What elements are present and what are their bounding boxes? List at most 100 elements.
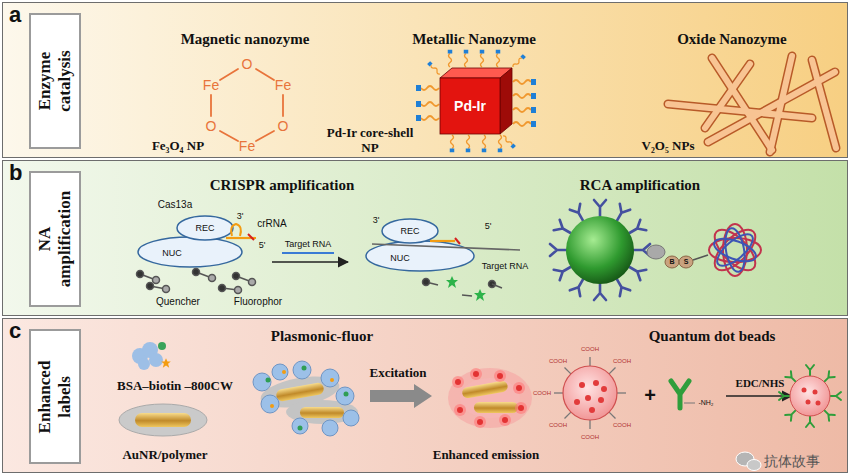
conjugated-bead	[790, 376, 830, 416]
atom-label: O	[242, 56, 253, 72]
pd-ir-cube	[513, 121, 536, 127]
group-label: COOH	[613, 358, 631, 365]
plasmonic-fluor-complex	[343, 410, 359, 426]
fe3o4-ring	[282, 95, 284, 116]
reporter-probe	[153, 277, 160, 284]
plasmonic-fluor-complex	[321, 369, 339, 387]
pd-ir-cube	[502, 135, 516, 149]
reporter-probe	[163, 286, 170, 293]
target-rna-arrow	[272, 261, 348, 263]
section-title: CRISPR amplification	[210, 177, 355, 194]
rna-label: Target RNA	[482, 261, 529, 271]
cas13a-free	[231, 224, 241, 236]
v2o5-rods	[812, 60, 836, 148]
rca-bead	[594, 200, 606, 216]
section-band: aEnzyme catalysis	[2, 2, 848, 158]
section-label: Enhanced labels	[35, 338, 74, 456]
reporter-probe	[235, 287, 242, 294]
section-title: Quantum dot beads	[649, 328, 776, 345]
cas13a-free	[177, 216, 233, 240]
cas13a-activated	[474, 289, 486, 301]
cas13a-free	[138, 216, 256, 267]
cas13a-activated	[423, 279, 503, 297]
atom-label: Fe	[275, 77, 291, 93]
step-label: Excitation	[369, 366, 426, 381]
enhanced-emission-complex	[454, 404, 466, 416]
quantum-dot-bead	[574, 380, 607, 413]
fe3o4-ring	[256, 69, 274, 80]
reporter-probe	[249, 279, 256, 286]
pd-ir-cube	[513, 79, 536, 85]
section-title: Metallic Nanozyme	[412, 31, 536, 48]
enhanced-emission-complex	[499, 414, 511, 426]
plasmonic-fluor-complex	[253, 361, 359, 436]
enhanced-emission-complex	[470, 368, 482, 380]
atom-label: Fe	[239, 138, 255, 154]
quantum-dot-bead	[563, 366, 617, 420]
pd-ir-cube	[482, 135, 487, 152]
rca-bead	[679, 256, 693, 268]
rca-bead	[712, 229, 757, 271]
quantum-dot-bead	[565, 412, 571, 418]
reporter-probe	[233, 273, 240, 280]
pd-ir-cube	[416, 101, 439, 107]
section-label-box: Enhanced labels	[29, 329, 81, 464]
antibody	[671, 381, 689, 408]
fe3o4-ring	[211, 69, 283, 141]
reagent-name: EDC/NHS	[736, 377, 785, 390]
pd-ir-cube	[416, 85, 439, 91]
tag-letter: B	[669, 258, 674, 266]
panel-letter: b	[9, 161, 22, 185]
pd-ir-cube	[500, 68, 512, 134]
fe3o4-ring	[220, 69, 238, 80]
quantum-dot-bead	[554, 357, 626, 429]
section-band: bNA amplification	[2, 160, 848, 316]
panel-letter: c	[9, 319, 21, 343]
enhanced-emission-complex	[515, 402, 527, 414]
pd-ir-cube	[440, 78, 500, 134]
bsa-biotin-dye	[149, 353, 163, 367]
plus-sign: +	[644, 384, 656, 407]
quantum-dot-bead	[617, 392, 626, 393]
section-title: Plasmonic-fluor	[271, 328, 374, 345]
group-label: COOH	[613, 422, 631, 429]
probe-label: Quencher	[156, 296, 200, 308]
enhanced-emission-complex	[455, 371, 524, 425]
target-rna-arrow	[282, 252, 334, 254]
rca-bead	[665, 256, 679, 268]
pd-ir-cube	[466, 135, 471, 152]
v2o5-rods	[705, 64, 750, 128]
strand-end: 3'	[237, 211, 244, 221]
pd-ir-cube	[498, 135, 503, 152]
cas13a-activated	[366, 219, 520, 301]
domain-label: REC	[400, 226, 419, 236]
reagent-name: BSA–biotin –800CW	[117, 379, 233, 394]
pd-ir-cube	[448, 50, 453, 67]
reagent-name: AuNR/polymer	[122, 448, 207, 463]
quantum-dot-bead	[589, 420, 590, 429]
conjugated-bead	[779, 392, 790, 400]
conjugated-bead	[816, 401, 821, 406]
plasmonic-fluor-complex	[266, 366, 349, 431]
watermark-icon	[736, 452, 761, 471]
conjugated-bead	[806, 400, 811, 405]
group-label: COOH	[533, 390, 551, 397]
rca-bead	[708, 223, 762, 277]
aunr-polymer	[119, 404, 207, 436]
conjugated-bead	[830, 392, 841, 400]
atom-label: Fe	[203, 77, 219, 93]
plasmonic-fluor-complex	[300, 407, 344, 418]
rca-bead	[550, 200, 762, 300]
reporter-probe	[193, 269, 200, 276]
enhanced-emission-complex	[452, 376, 464, 388]
quantum-dot-bead	[609, 412, 615, 418]
tag-letter: S	[684, 258, 689, 266]
target-rna-arrow	[272, 253, 348, 262]
core-label: Pd-Ir	[454, 98, 486, 114]
section-title: Oxide Nanozyme	[677, 31, 787, 48]
quantum-dot-bead	[589, 357, 590, 366]
domain-label: NUC	[162, 248, 182, 258]
v2o5-rods	[705, 64, 750, 128]
conjugated-bead	[779, 365, 841, 427]
rca-bead	[693, 255, 708, 260]
